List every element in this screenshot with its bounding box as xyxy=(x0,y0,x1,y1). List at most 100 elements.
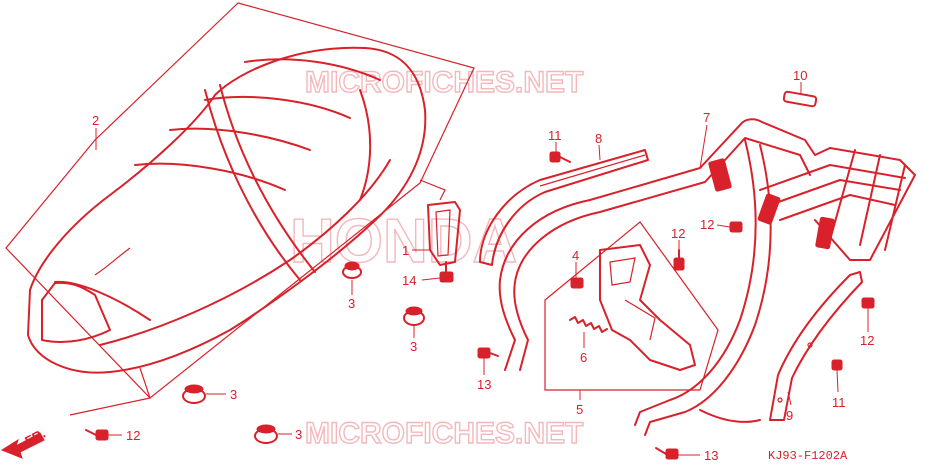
watermark-top: MICROFICHES.NET xyxy=(305,66,583,99)
rubber-cushion-b xyxy=(403,306,425,326)
bolt-12-rack xyxy=(729,221,743,233)
callout-bolt-12-rack: 12 xyxy=(700,217,714,232)
leader-12-rack xyxy=(716,224,731,228)
leader-11-right xyxy=(836,369,839,393)
bolt-13-bottom-shank xyxy=(655,447,667,455)
rail-downtube-inner xyxy=(644,144,772,436)
callout-bolt-11-top: 11 xyxy=(548,128,562,143)
callout-seat: 2 xyxy=(92,113,99,128)
bolt-11-right xyxy=(831,359,843,371)
callout-bolt-4: 4 xyxy=(572,248,579,263)
seat-lock xyxy=(599,244,696,371)
rack-bar-1 xyxy=(759,164,906,191)
bolt-13-left xyxy=(477,347,499,359)
seat-seam-2 xyxy=(169,127,311,151)
rack-strut-1 xyxy=(829,149,856,241)
bolt-12-left xyxy=(85,429,109,441)
callout-bolt-13-bottom: 13 xyxy=(704,448,718,463)
watermark-center: HONDA xyxy=(290,207,517,276)
callout-rubber-a: 3 xyxy=(348,296,355,311)
bolt-12-left-head xyxy=(95,429,109,441)
bolt-13-bottom-head xyxy=(665,448,679,460)
rail-bottom-link xyxy=(699,409,761,423)
callout-spring-6: 6 xyxy=(580,350,587,365)
rail-downtube-outer xyxy=(634,139,757,426)
stay-9-hole-2 xyxy=(777,397,783,403)
seat-seam-4 xyxy=(244,58,381,81)
callout-bolt-12-left: 12 xyxy=(126,428,140,443)
callout-rubber-c: 3 xyxy=(230,387,237,402)
bracket-8-edge xyxy=(539,154,646,187)
seat xyxy=(5,2,475,399)
callout-seat-catch: 1 xyxy=(402,243,409,258)
rubber-a-top xyxy=(344,261,360,271)
bracket-8 xyxy=(479,149,649,266)
seat-step-line-2 xyxy=(219,84,316,273)
callout-bracket-8: 8 xyxy=(595,131,602,146)
lock-assy-box xyxy=(544,221,719,391)
front-arrow-icon xyxy=(0,432,45,459)
bolt-12-right-head xyxy=(861,297,875,309)
grip-10 xyxy=(782,90,818,108)
bolt-13-bottom xyxy=(655,447,679,460)
bolt-11-top-head xyxy=(549,151,561,163)
diagram-code: KJ93-F1202A xyxy=(768,449,848,463)
seat-lock-lever xyxy=(624,299,656,341)
stay-9-body xyxy=(769,271,863,421)
grip-10-body xyxy=(782,90,818,108)
leader-8 xyxy=(598,144,601,161)
leader-7 xyxy=(699,124,708,169)
rack-strut-2 xyxy=(859,154,881,246)
bolt-13-left-shank xyxy=(489,352,499,357)
spring-6 xyxy=(569,316,608,333)
seat-crease xyxy=(94,247,131,276)
rail-inner xyxy=(513,137,811,371)
rubber-b-top xyxy=(405,306,423,316)
rack-strut-3 xyxy=(884,164,906,251)
seat-catch-slot xyxy=(435,209,451,257)
bolt-11-top xyxy=(549,151,571,163)
bolt-12-rack-head xyxy=(729,221,743,233)
rubber-cushion-c xyxy=(182,384,206,404)
seat-lower-frame xyxy=(69,367,151,416)
rail-mount-right xyxy=(815,216,835,250)
rail-mount-mid xyxy=(757,193,781,225)
seat-seam-lower xyxy=(99,159,391,346)
callout-bolt-13-left: 13 xyxy=(477,377,491,392)
callout-bolt-12-mid: 12 xyxy=(671,226,685,241)
spring-6-coil xyxy=(569,316,608,333)
bolt-11-top-shank xyxy=(559,156,571,163)
rubber-cushion-a xyxy=(342,261,362,279)
callout-stay-9: 9 xyxy=(786,408,793,423)
bolt-14 xyxy=(439,261,454,283)
rubber-cushion-d xyxy=(254,424,278,444)
stay-9 xyxy=(769,271,863,421)
seat-back-seam xyxy=(359,89,372,201)
callout-rail-7: 7 xyxy=(703,110,710,125)
rail-mount-left xyxy=(708,158,732,192)
seat-catch-leader xyxy=(419,179,446,201)
leader-9 xyxy=(787,391,792,406)
rail-outer xyxy=(498,118,916,371)
rubber-d-top xyxy=(256,424,276,434)
callout-lock-5: 5 xyxy=(576,402,583,417)
rack-bar-2 xyxy=(769,179,901,206)
seat-rear-pad xyxy=(41,281,111,343)
stay-9-hole-1 xyxy=(807,342,813,348)
seat-step-line xyxy=(204,89,301,281)
bolt-14-head xyxy=(439,271,454,283)
bolt-13-left-head xyxy=(477,347,491,359)
front-arrow: FR. xyxy=(0,426,48,459)
callout-rubber-d: 3 xyxy=(295,427,302,442)
watermark-bottom: MICROFICHES.NET xyxy=(305,417,583,450)
seat-seam-1 xyxy=(134,162,286,191)
callout-bolt-11-right: 11 xyxy=(832,395,846,410)
callout-bolt-12-right: 12 xyxy=(860,333,874,348)
rack-bar-3 xyxy=(779,194,896,221)
seat-seam-3 xyxy=(204,95,351,119)
bracket-8-body xyxy=(479,149,649,266)
bolt-4-head xyxy=(570,277,584,289)
bolt-12-right xyxy=(861,297,875,309)
